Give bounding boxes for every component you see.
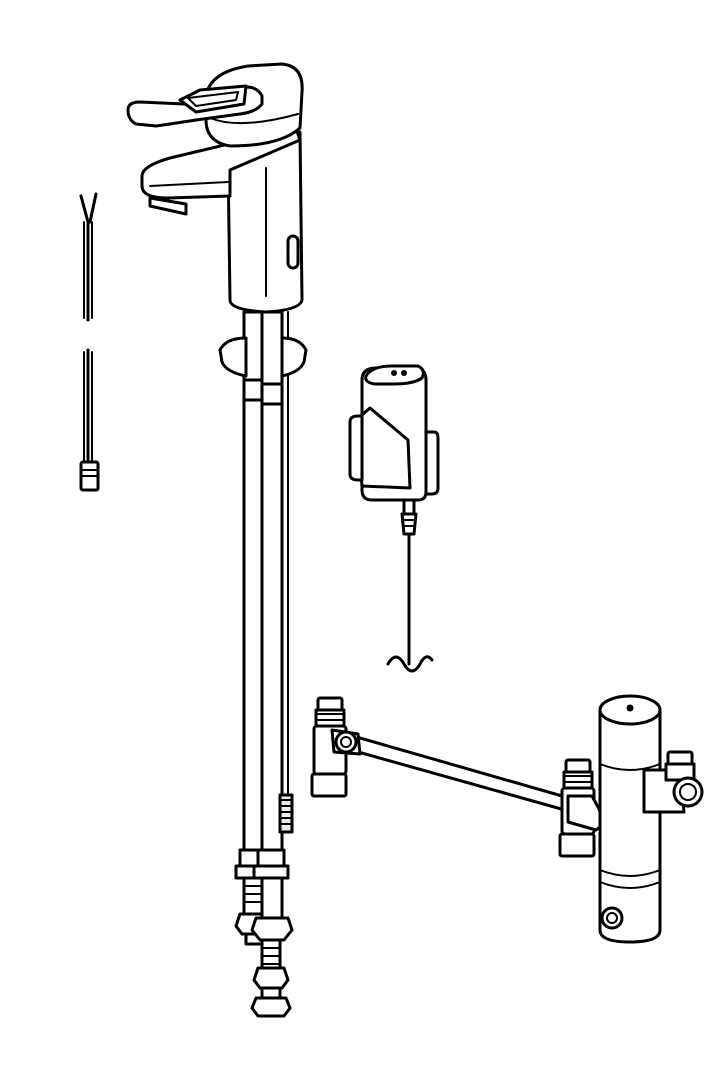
control-box-icon (348, 364, 440, 673)
connection-cable-icon (79, 192, 100, 492)
basin-faucet-icon (126, 62, 308, 378)
thermostatic-mixer-icon (310, 694, 704, 944)
flexible-hoses-icon (234, 310, 294, 1018)
